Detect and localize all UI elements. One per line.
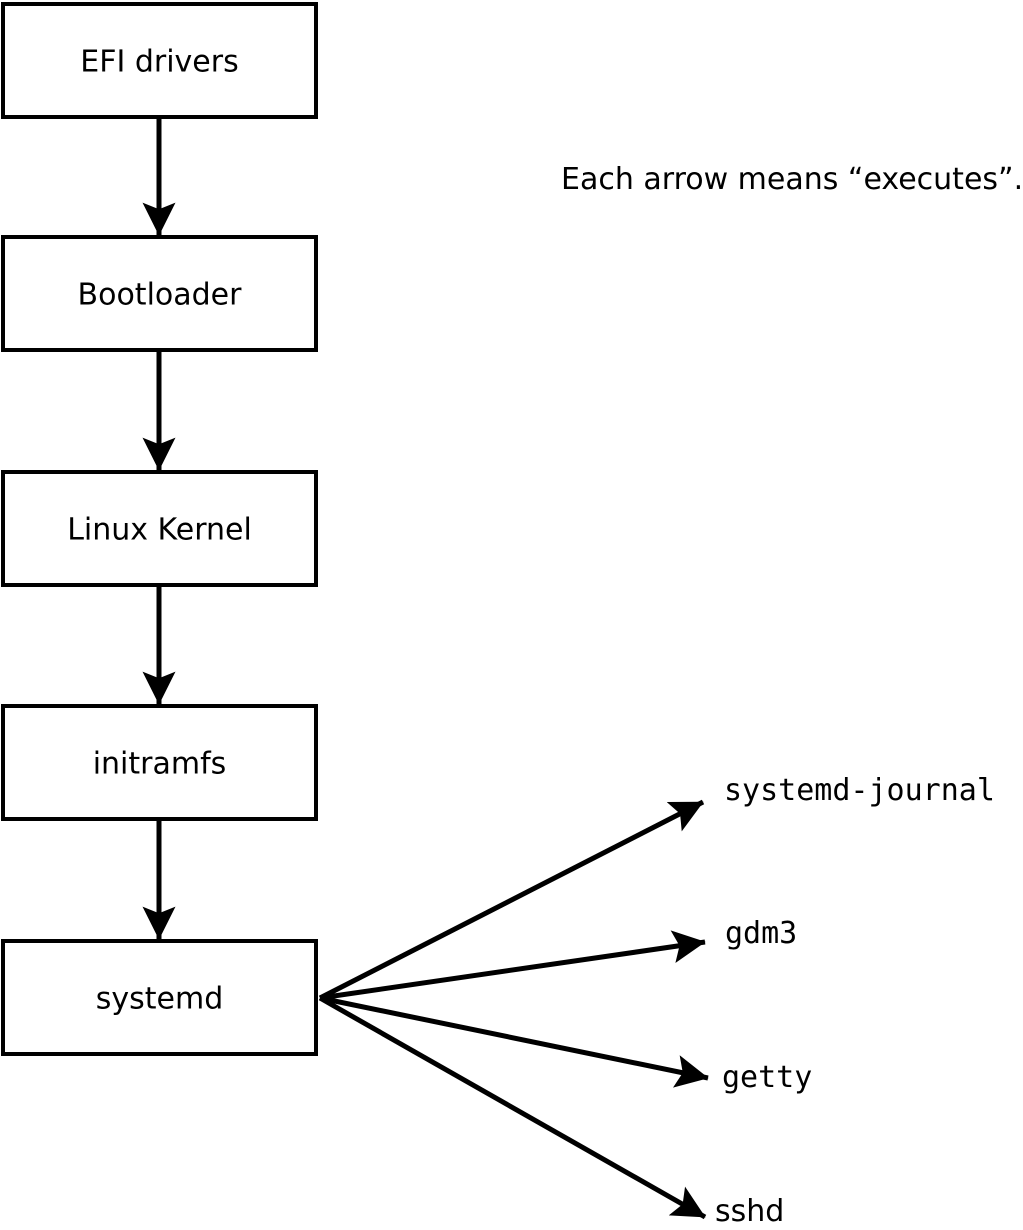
connector-systemd-to-journal-arrow xyxy=(318,799,705,1001)
bootloader-label: Bootloader xyxy=(78,278,243,313)
systemd-box xyxy=(1,939,318,1056)
flow-node-bootloader: Bootloader xyxy=(1,235,318,352)
efi-drivers-box xyxy=(1,2,318,119)
flow-node-systemd: systemd xyxy=(1,939,318,1056)
spawned-label-systemd-journal: systemd-journal xyxy=(724,773,995,808)
spawned-label-sshd: sshd xyxy=(715,1194,784,1229)
spawned-label-getty: getty xyxy=(722,1060,812,1095)
connector-systemd-to-gdm3-arrow xyxy=(319,930,706,1001)
linux-kernel-box xyxy=(1,470,318,587)
caption-arrow-meaning: Each arrow means “executes”. xyxy=(561,162,1023,197)
flow-node-initramfs: initramfs xyxy=(1,704,318,821)
spawned-label-gdm3: gdm3 xyxy=(725,916,797,951)
connector-systemd-to-sshd-arrow xyxy=(318,995,707,1220)
bootloader-box xyxy=(1,235,318,352)
efi-drivers-label: EFI drivers xyxy=(80,45,238,80)
connector-systemd-to-getty-arrow xyxy=(319,995,709,1088)
linux-kernel-label: Linux Kernel xyxy=(67,513,252,548)
flow-node-efi-drivers: EFI drivers xyxy=(1,2,318,119)
systemd-label: systemd xyxy=(96,982,224,1017)
flow-node-linux-kernel: Linux Kernel xyxy=(1,470,318,587)
initramfs-label: initramfs xyxy=(93,747,227,782)
initramfs-box xyxy=(1,704,318,821)
